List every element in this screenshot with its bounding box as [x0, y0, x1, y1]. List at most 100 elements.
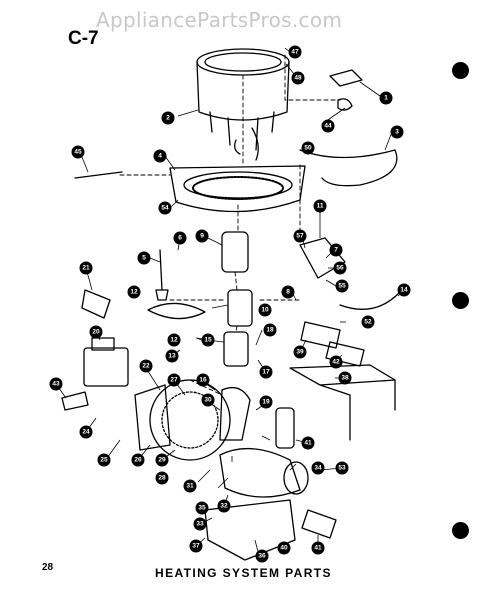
callout-45: [71, 145, 85, 159]
callout-1: [379, 91, 393, 105]
callout-53: [335, 461, 349, 475]
callout-label: 2: [166, 115, 170, 122]
callout-label: 6: [178, 235, 182, 242]
callout-label: 24: [82, 429, 90, 436]
callout-13: [165, 349, 179, 363]
callout-57: [293, 229, 307, 243]
callout-label: 57: [296, 233, 304, 240]
part-end-cap: [301, 509, 337, 539]
callout-26: [131, 453, 145, 467]
callout-label: 53: [338, 465, 346, 472]
part-nozzle-assembly: [299, 237, 346, 279]
callout-38: [338, 371, 352, 385]
callout-36: [255, 549, 269, 563]
callout-5: [137, 251, 151, 265]
page-id: C-7: [68, 28, 99, 49]
callout-label: 21: [82, 265, 90, 272]
callout-label: 17: [262, 369, 270, 376]
callout-4: [153, 149, 167, 163]
callout-54: [158, 201, 172, 215]
part-lead-wire: [339, 291, 401, 310]
callout-label: 41: [314, 545, 322, 552]
callout-label: 19: [262, 399, 270, 406]
part-burner-tube-upper: [227, 289, 253, 327]
callout-30: [201, 393, 215, 407]
callout-label: 11: [317, 203, 324, 210]
callout-label: 35: [198, 505, 206, 512]
callout-group: 4748124434550454115775655695211210148131…: [49, 45, 411, 563]
callout-41b: [311, 541, 325, 555]
callout-label: 9: [200, 233, 204, 240]
part-blower-plate: [134, 384, 171, 451]
callout-label: 10: [261, 307, 269, 314]
part-igniter-rod: [74, 171, 123, 179]
callout-40: [277, 541, 291, 555]
callout-29: [155, 453, 169, 467]
callout-label: 39: [296, 349, 304, 356]
callout-19: [259, 395, 273, 409]
callout-47: [288, 45, 302, 59]
callout-25: [97, 453, 111, 467]
callout-label: 29: [158, 457, 166, 464]
callout-label: 15: [204, 337, 212, 344]
part-exhaust-hood: [196, 48, 290, 161]
callout-6: [173, 231, 187, 245]
callout-21: [79, 261, 93, 275]
part-gasket-plate: [147, 302, 206, 320]
callout-label: 56: [336, 265, 344, 272]
callout-label: 54: [161, 205, 169, 212]
callout-label: 41: [304, 440, 312, 447]
callout-label: 30: [204, 397, 212, 404]
part-connector: [81, 289, 111, 319]
part-tube-a: [300, 321, 341, 349]
binder-hole: [452, 522, 469, 539]
callout-label: 16: [199, 377, 207, 384]
part-filter-cylinder: [221, 231, 249, 273]
callout-41: [301, 436, 315, 450]
callout-label: 20: [92, 329, 100, 336]
part-sleeve: [275, 407, 295, 449]
callout-label: 25: [100, 457, 108, 464]
part-igniter: [155, 249, 169, 301]
part-burner-tube-lower: [223, 331, 249, 367]
binder-hole: [452, 62, 469, 79]
callout-56: [333, 261, 347, 275]
callout-label: 27: [170, 377, 178, 384]
callout-label: 1: [384, 95, 388, 102]
callout-label: 28: [158, 475, 166, 482]
callout-label: 13: [168, 353, 176, 360]
callout-label: 12: [130, 289, 138, 296]
page-number: 28: [42, 562, 54, 573]
part-valve-top: [91, 337, 115, 351]
part-mounting-ring: [169, 165, 306, 213]
callout-label: 43: [52, 381, 60, 388]
callout-22: [139, 359, 153, 373]
callout-18: [263, 323, 277, 337]
callout-10: [258, 303, 272, 317]
callout-label: 48: [294, 75, 302, 82]
callout-7: [329, 243, 343, 257]
callout-12: [127, 285, 141, 299]
callout-label: 45: [74, 149, 82, 156]
callout-52: [361, 315, 375, 329]
callout-35: [195, 501, 209, 515]
callout-label: 34: [314, 465, 322, 472]
callout-label: 18: [266, 327, 274, 334]
callout-label: 14: [400, 287, 408, 294]
part-clip: [61, 391, 89, 411]
callout-27: [167, 373, 181, 387]
callout-3: [390, 125, 404, 139]
callout-34: [311, 461, 325, 475]
callout-label: 33: [196, 521, 204, 528]
callout-8: [281, 285, 295, 299]
callout-label: 44: [324, 123, 332, 130]
callout-label: 3: [395, 129, 399, 136]
callout-label: 26: [134, 457, 142, 464]
callout-label: 7: [334, 247, 338, 254]
callout-17: [259, 365, 273, 379]
callout-label: 42: [332, 359, 340, 366]
callout-37: [189, 539, 203, 553]
callout-9: [195, 229, 209, 243]
callout-44: [321, 119, 335, 133]
